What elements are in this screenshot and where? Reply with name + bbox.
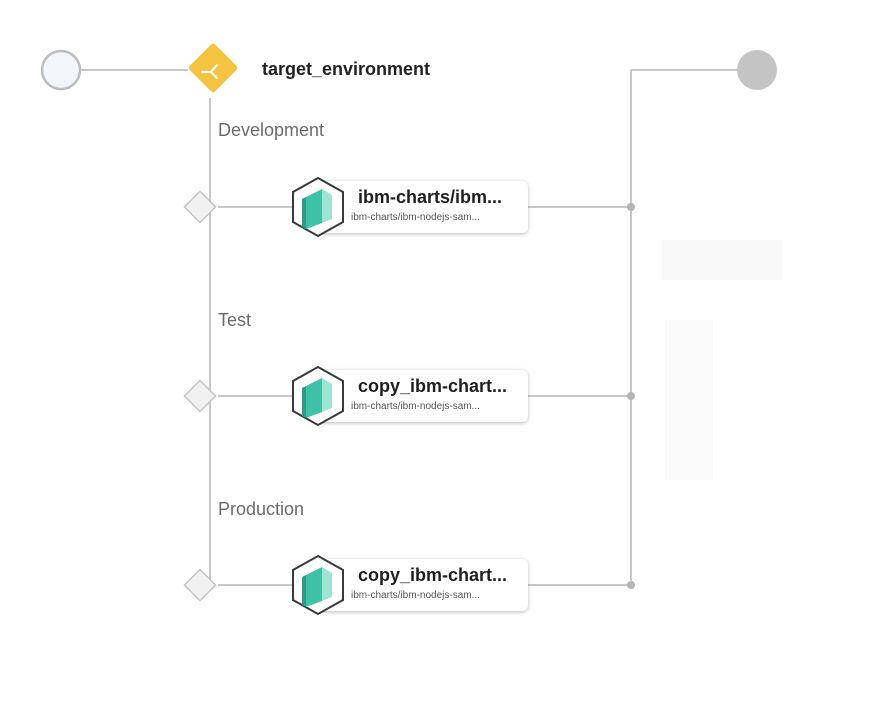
chart-node-production[interactable]: copy_ibm-chart... ibm-charts/ibm-nodejs-… [292,554,528,616]
merge-dots [627,203,635,589]
branch-diamond-icon[interactable] [183,568,217,602]
branch-diamond-icon[interactable] [183,379,217,413]
decision-title: target_environment [262,59,431,79]
helm-chart-icon [292,176,344,238]
start-node-icon[interactable] [40,49,82,91]
node-subtitle: ibm-charts/ibm-nodejs-sam... [351,401,480,412]
branch-label-development: Development [218,120,325,140]
merge-dot [627,392,635,400]
chart-node-development[interactable]: ibm-charts/ibm... ibm-charts/ibm-nodejs-… [292,176,528,238]
decision-split-icon[interactable] [188,42,239,93]
node-title: ibm-charts/ibm... [358,187,503,207]
helm-chart-icon [292,554,344,616]
end-node-icon[interactable] [737,50,777,90]
branch-label-test: Test [218,310,252,330]
helm-chart-icon [292,365,344,427]
node-title: copy_ibm-chart... [358,376,508,396]
connectors [80,69,738,586]
branch-label-production: Production [218,499,305,519]
node-subtitle: ibm-charts/ibm-nodejs-sam... [351,212,480,223]
chart-node-test[interactable]: copy_ibm-chart... ibm-charts/ibm-nodejs-… [292,365,528,427]
node-subtitle: ibm-charts/ibm-nodejs-sam... [351,590,480,601]
merge-dot [627,203,635,211]
branch-diamond-icon[interactable] [183,190,217,224]
node-title: copy_ibm-chart... [358,565,508,585]
merge-dot [627,581,635,589]
